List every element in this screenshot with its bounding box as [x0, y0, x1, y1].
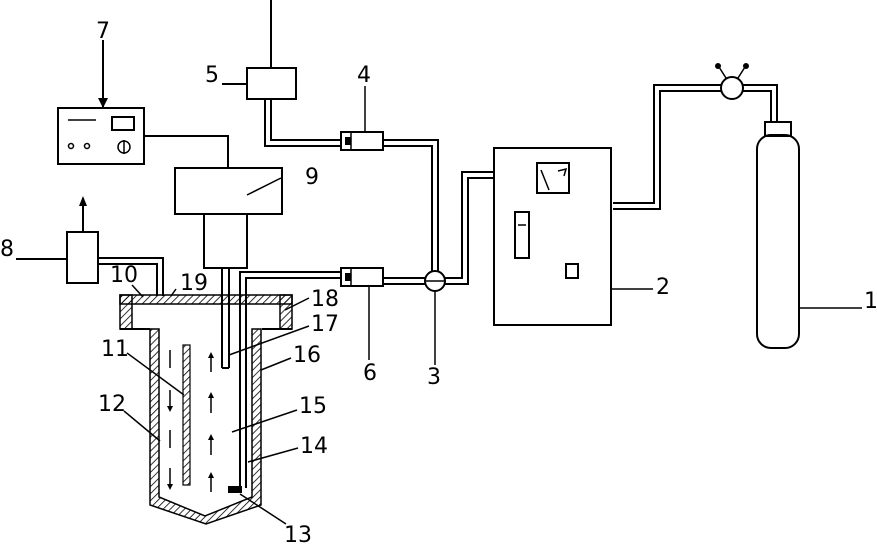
label-19: 19 — [180, 271, 208, 296]
label-1: 1 — [864, 289, 877, 314]
label-18: 18 — [311, 287, 339, 312]
label-14: 14 — [300, 434, 328, 459]
label-15: 15 — [299, 394, 327, 419]
leader-lines — [123, 86, 862, 525]
label-6: 6 — [363, 361, 377, 386]
label-2: 2 — [656, 275, 670, 300]
label-12: 12 — [98, 392, 126, 417]
number-labels: 1 2 3 4 5 6 7 8 9 10 11 12 13 14 15 16 1… — [0, 19, 877, 544]
label-9: 9 — [305, 165, 319, 190]
box-5 — [222, 0, 297, 100]
reactor-lid — [119, 294, 293, 330]
flow-arrows — [167, 350, 214, 492]
flow-meter-4 — [340, 131, 384, 151]
three-way-valve — [424, 270, 446, 292]
label-3: 3 — [427, 365, 441, 390]
controller-7 — [57, 40, 229, 168]
control-unit — [493, 147, 612, 326]
label-16: 16 — [293, 343, 321, 368]
draft-tube — [182, 344, 191, 486]
gas-distributor — [228, 486, 242, 493]
label-7: 7 — [96, 19, 110, 44]
flow-meter-6 — [340, 267, 384, 287]
label-4: 4 — [357, 63, 371, 88]
label-5: 5 — [205, 63, 219, 88]
reactor-vessel — [149, 328, 262, 525]
regulator-valve — [613, 63, 778, 210]
gas-cylinder — [756, 92, 800, 349]
label-13: 13 — [284, 523, 312, 544]
label-10: 10 — [110, 263, 138, 288]
label-11: 11 — [101, 337, 129, 362]
label-8: 8 — [0, 237, 14, 262]
box-8 — [16, 196, 164, 296]
label-17: 17 — [311, 312, 339, 337]
motor-9 — [174, 167, 283, 369]
